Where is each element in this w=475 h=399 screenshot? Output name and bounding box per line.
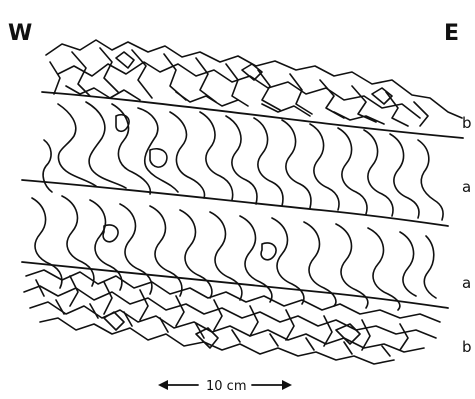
contact-lower: [22, 262, 448, 308]
unit-label-b-lower: b: [462, 338, 472, 356]
scale-bar-right-arrowhead: [282, 380, 292, 390]
unit-label-b-upper: b: [462, 114, 472, 132]
scale-bar: 10 cm: [158, 379, 292, 394]
scale-bar-label: 10 cm: [206, 379, 247, 394]
unit-label-a-upper: a: [462, 178, 471, 196]
upper-breccia-layer: [46, 40, 462, 126]
contact-middle: [22, 180, 448, 226]
east-label: E: [444, 21, 459, 46]
scale-bar-left-arrowhead: [158, 380, 168, 390]
lower-folded-layer: [32, 196, 436, 310]
unit-label-a-lower: a: [462, 274, 471, 292]
west-label: W: [8, 21, 32, 46]
lower-breccia-layer: [24, 270, 440, 364]
